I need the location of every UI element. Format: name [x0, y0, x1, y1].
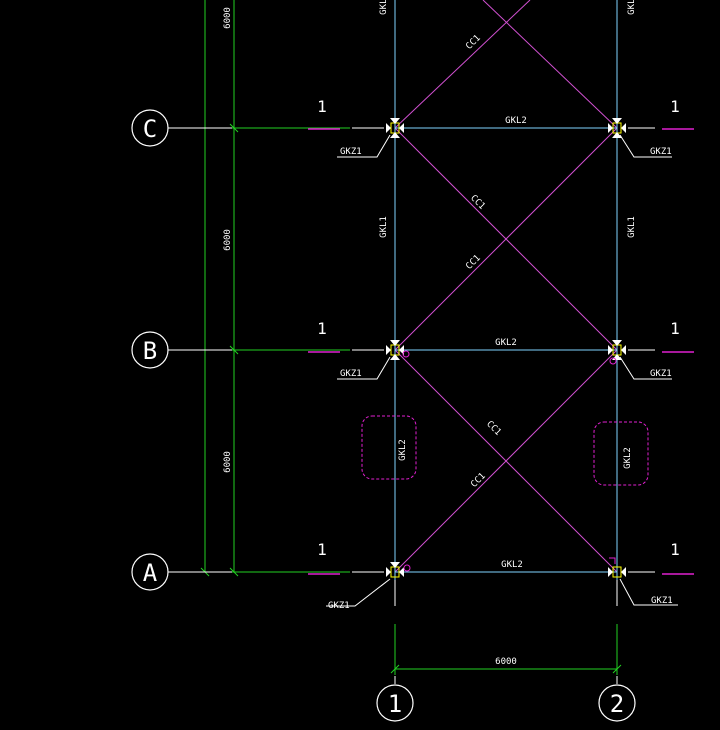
column-labels: GKZ1 GKZ1 GKZ1 GKZ1 GKZ1 GKZ1	[328, 147, 673, 611]
axis-label-1: 1	[388, 690, 402, 718]
beam-labels: GKL2 GKL2 GKL2 GKL1 GKL1 GKL1 GKL1 GKL2 …	[379, 0, 637, 570]
column-b1	[386, 340, 410, 360]
column-symbols	[386, 118, 626, 578]
column-label-b-left: GKZ1	[340, 369, 362, 379]
column-b1-arrows	[386, 340, 404, 360]
column-c2	[608, 118, 626, 138]
section-number-b-right: 1	[670, 319, 680, 338]
section-mark-lines	[308, 128, 694, 575]
axis-bubble-a: A	[131, 553, 169, 591]
column-label-a-right: GKZ1	[651, 596, 673, 606]
column-label-c-left: GKZ1	[340, 147, 362, 157]
leader-c-left	[337, 134, 391, 158]
section-number-c-left: 1	[317, 97, 327, 116]
column-a1	[386, 562, 411, 578]
leader-a-left	[326, 578, 391, 607]
steel-beams	[394, 0, 618, 580]
axis-label-b: B	[143, 337, 157, 365]
axis-bubble-1-circle	[376, 684, 414, 722]
leader-a-right	[619, 578, 678, 606]
cross-braces	[394, 0, 618, 573]
column-b2-marker	[609, 357, 617, 365]
column-c1	[386, 118, 404, 138]
dimension-text-top: 6000	[223, 7, 233, 29]
beam-label-top-right: GKL1	[627, 0, 637, 15]
column-a2-marker	[609, 557, 616, 564]
leader-b-right	[619, 356, 672, 380]
revision-cloud-left	[361, 415, 417, 480]
dimension-text-horizontal: 6000	[495, 657, 517, 667]
axis-bubble-c: C	[131, 109, 169, 147]
axis-bubble-c-circle	[131, 109, 169, 147]
beam-label-low-right: GKL2	[623, 447, 633, 469]
axis-bubble-b: B	[131, 331, 169, 369]
beam-label-top-left: GKL1	[379, 0, 389, 15]
beam-label-mid-right: GKL1	[627, 216, 637, 238]
revision-cloud-right	[593, 421, 649, 486]
axis-bubble-2: 2	[598, 684, 636, 722]
dimension-text-bottom: 6000	[223, 451, 233, 473]
column-label-c-right: GKZ1	[650, 147, 672, 157]
section-number-a-left: 1	[317, 540, 327, 559]
column-label-b-right: GKZ1	[650, 369, 672, 379]
revision-clouds	[361, 415, 649, 486]
column-b2	[608, 340, 626, 365]
axis-label-2: 2	[610, 690, 624, 718]
column-a1-arrows	[386, 562, 404, 577]
column-b1-marker	[402, 350, 410, 358]
dim-tick-2	[612, 664, 622, 674]
column-c2-arrows	[608, 118, 626, 138]
beam-label-a: GKL2	[501, 560, 523, 570]
brace-mid-up	[394, 127, 618, 351]
column-a2	[608, 557, 626, 578]
column-a2-arrows	[608, 567, 626, 577]
tick-a	[229, 567, 239, 577]
column-b2-arrows	[608, 340, 626, 360]
leader-b-left	[337, 356, 391, 380]
axis-bubble-2-circle	[598, 684, 636, 722]
section-mark-numbers: 1 1 1 1 1 1	[317, 97, 680, 559]
leader-c-right	[619, 134, 672, 158]
beam-label-low-left: GKL2	[398, 439, 408, 461]
axis-bubble-b-circle	[131, 331, 169, 369]
beam-label-mid-left: GKL1	[379, 216, 389, 238]
beam-label-b: GKL2	[495, 338, 517, 348]
axis-label-c: C	[143, 115, 157, 143]
section-number-c-right: 1	[670, 97, 680, 116]
section-number-b-left: 1	[317, 319, 327, 338]
dimension-text-middle: 6000	[223, 229, 233, 251]
section-number-a-right: 1	[670, 540, 680, 559]
axis-bubble-1: 1	[376, 684, 414, 722]
axis-bubble-a-circle	[131, 553, 169, 591]
horizontal-dimension	[390, 624, 622, 675]
tick-b	[229, 345, 239, 355]
column-label-a-left: GKZ1	[328, 601, 350, 611]
beam-label-c: GKL2	[505, 116, 527, 126]
column-leaders	[326, 134, 678, 607]
dim-tick-1	[390, 664, 400, 674]
tick-c	[229, 123, 239, 133]
brace-low-up	[394, 349, 618, 573]
axis-label-a: A	[143, 559, 158, 587]
grid-extensions	[352, 127, 655, 573]
column-a1-marker	[403, 564, 411, 572]
brace-top-left	[394, 0, 531, 129]
column-c1-arrows	[386, 118, 404, 138]
brace-top-right	[482, 0, 618, 129]
axis-lines	[168, 127, 618, 684]
